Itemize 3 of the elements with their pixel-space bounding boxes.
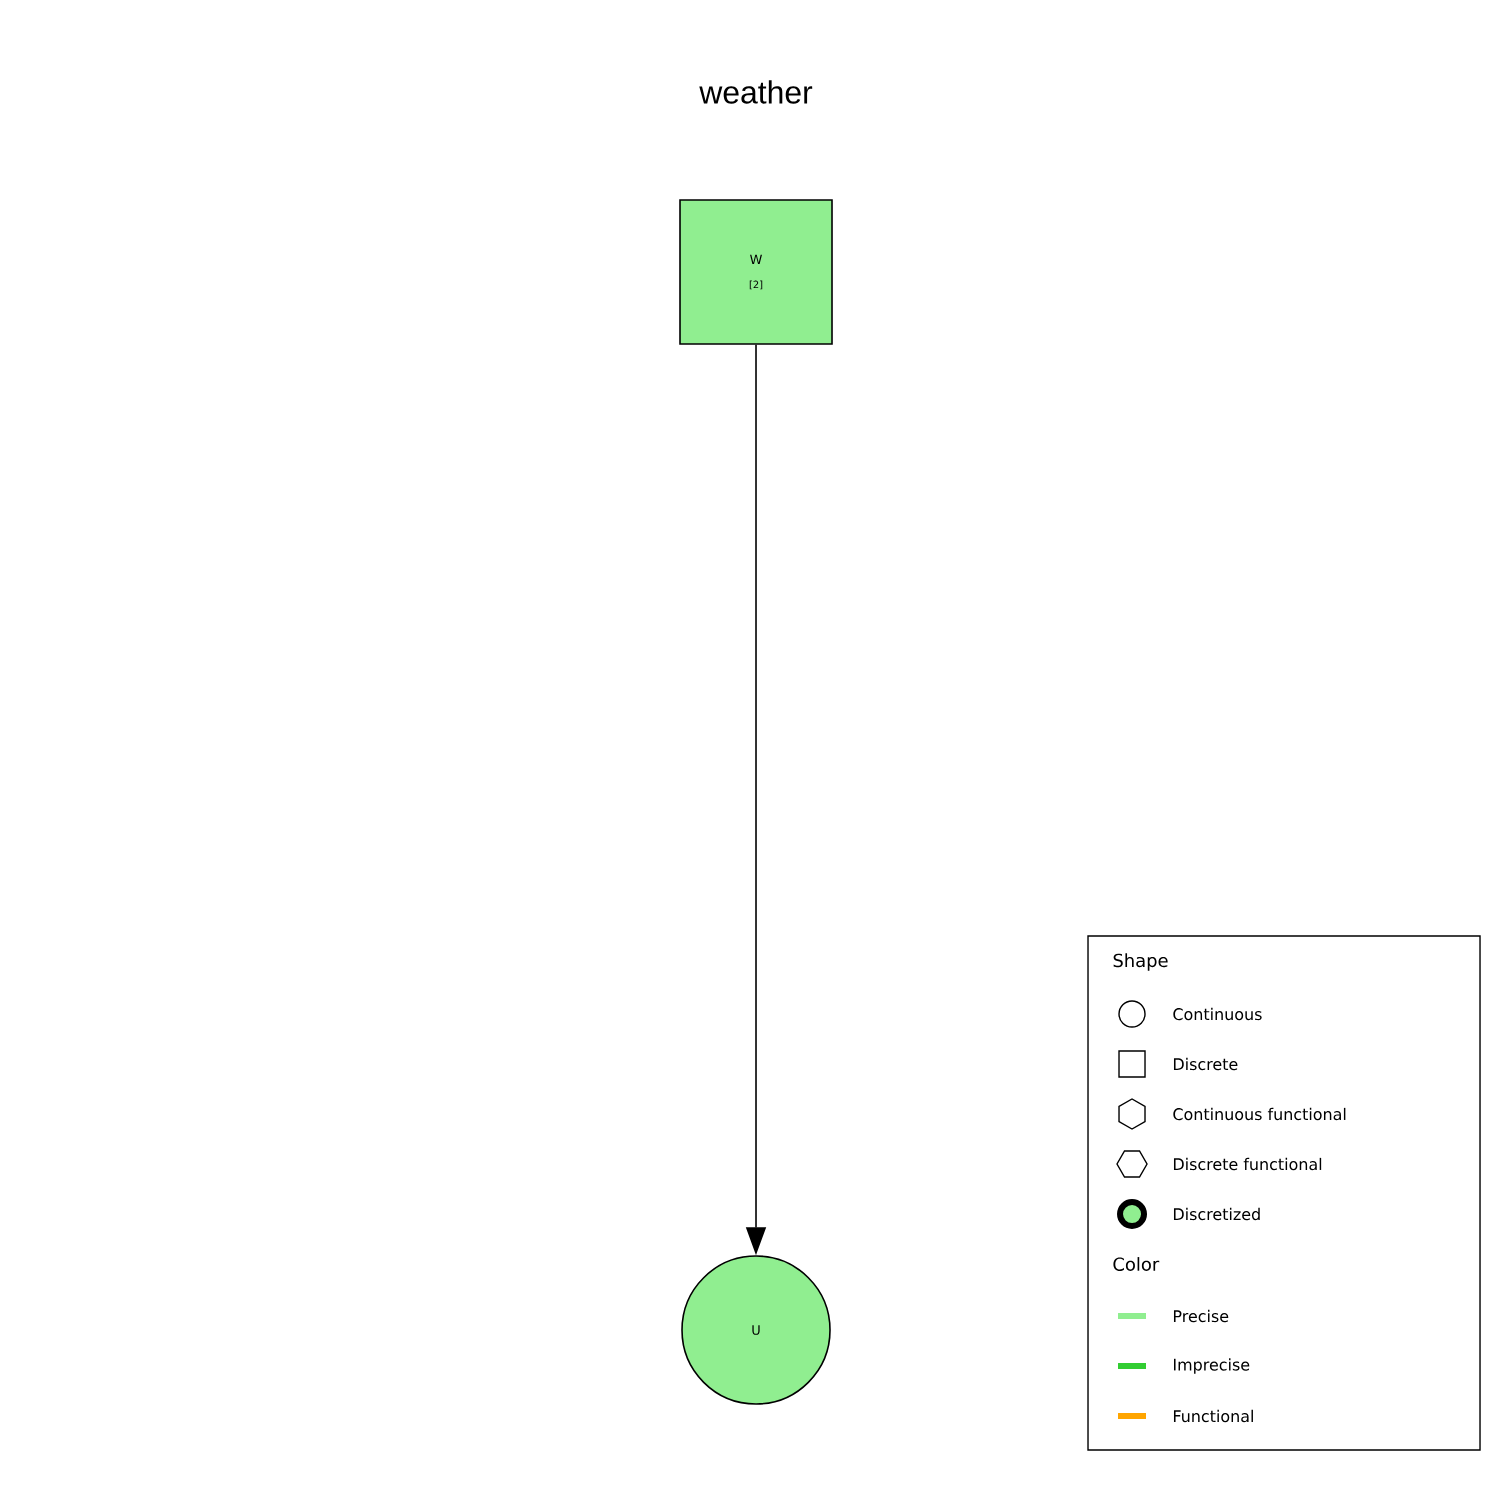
legend-heading: Color — [1113, 1257, 1160, 1271]
title: weather — [699, 80, 813, 104]
legend-heading: Shape — [1113, 953, 1168, 971]
